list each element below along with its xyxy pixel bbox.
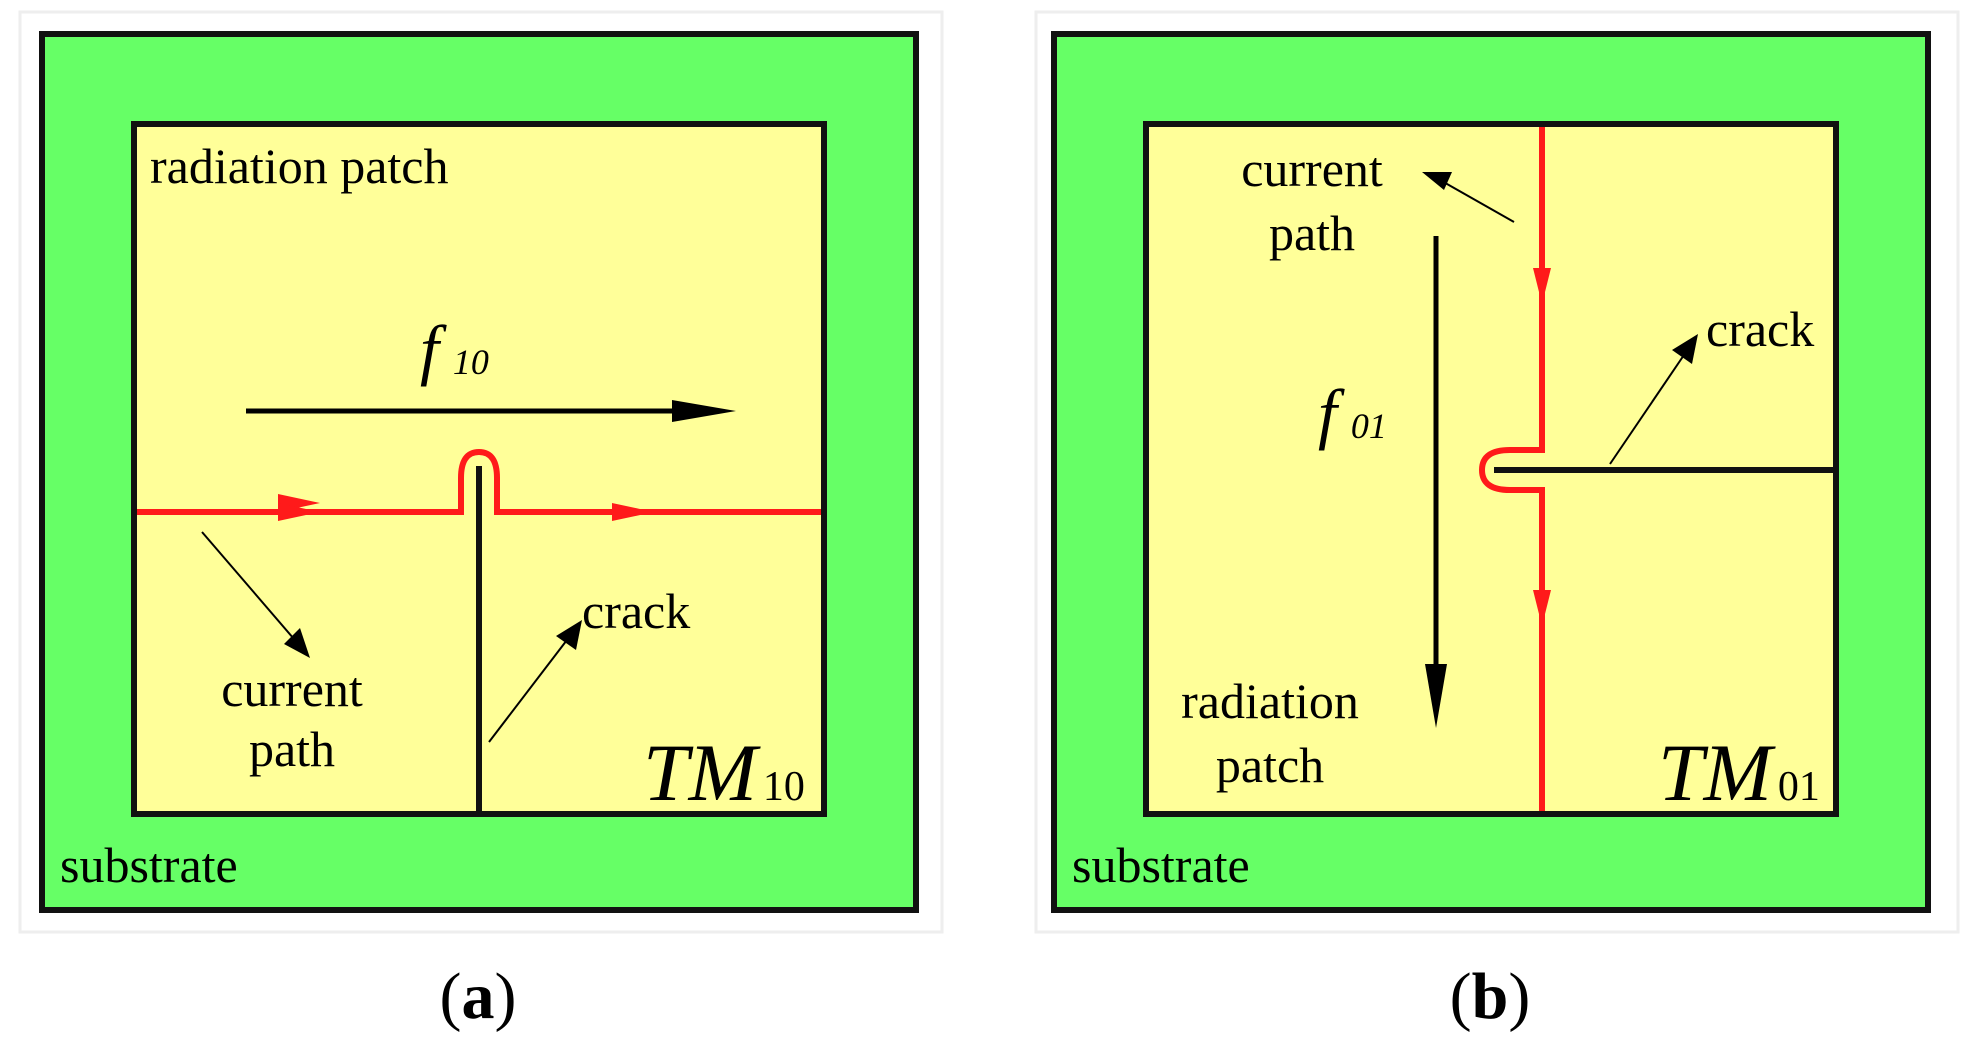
current-path-line xyxy=(1478,127,1545,811)
crack-label: crack xyxy=(1706,301,1814,357)
caption-close: ) xyxy=(495,960,517,1033)
mode-subscript: 10 xyxy=(763,764,805,810)
crack-pointer xyxy=(488,635,571,743)
mode-label: TM 10 xyxy=(643,727,805,818)
panel-b: current path crack f 01 radiation patch … xyxy=(1034,10,1960,1033)
current-arrowhead-2 xyxy=(1533,590,1551,626)
patch-label-line1: radiation xyxy=(1181,673,1359,729)
current-path-pointer xyxy=(201,531,301,647)
current-path-label-line2: path xyxy=(1269,205,1355,261)
caption-open: ( xyxy=(1450,960,1472,1033)
current-path-pointer xyxy=(1439,179,1515,223)
caption-open: ( xyxy=(440,960,462,1033)
freq-subscript: 01 xyxy=(1351,406,1387,446)
caption-b: (b) xyxy=(1450,960,1531,1033)
current-path-label-line1: current xyxy=(1241,141,1383,197)
caption-a: (a) xyxy=(440,960,517,1033)
crack-label: crack xyxy=(582,583,690,639)
freq-arrowhead xyxy=(672,400,736,422)
mode-label: TM 01 xyxy=(1658,727,1820,818)
mode-subscript: 01 xyxy=(1778,764,1820,810)
substrate-label: substrate xyxy=(60,837,238,893)
crack-pointer xyxy=(1609,351,1687,465)
freq-arrowhead xyxy=(1425,664,1447,728)
current-path-pointer-head xyxy=(1422,172,1452,190)
current-path-label-line2: path xyxy=(249,721,335,777)
current-path-label-line1: current xyxy=(221,661,363,717)
substrate-label: substrate xyxy=(1072,837,1250,893)
crack-pointer-head xyxy=(556,620,582,650)
current-path-pointer-head xyxy=(284,628,310,658)
current-arrowhead-1 xyxy=(1533,268,1551,304)
patch-label: radiation patch xyxy=(150,138,449,194)
crack-pointer-head xyxy=(1672,334,1698,364)
current-arrowhead-1b xyxy=(278,503,320,521)
panel-a: radiation patch f 10 current path crack … xyxy=(18,10,944,1033)
caption-letter: a xyxy=(462,960,495,1033)
freq-subscript: 10 xyxy=(453,342,489,382)
caption-close: ) xyxy=(1508,960,1530,1033)
mode-symbol: TM xyxy=(1658,727,1777,818)
current-arrowhead-2 xyxy=(612,503,654,521)
current-path-line xyxy=(137,448,821,515)
caption-letter: b xyxy=(1472,960,1509,1033)
mode-symbol: TM xyxy=(643,727,762,818)
patch-label-line2: patch xyxy=(1216,737,1324,793)
